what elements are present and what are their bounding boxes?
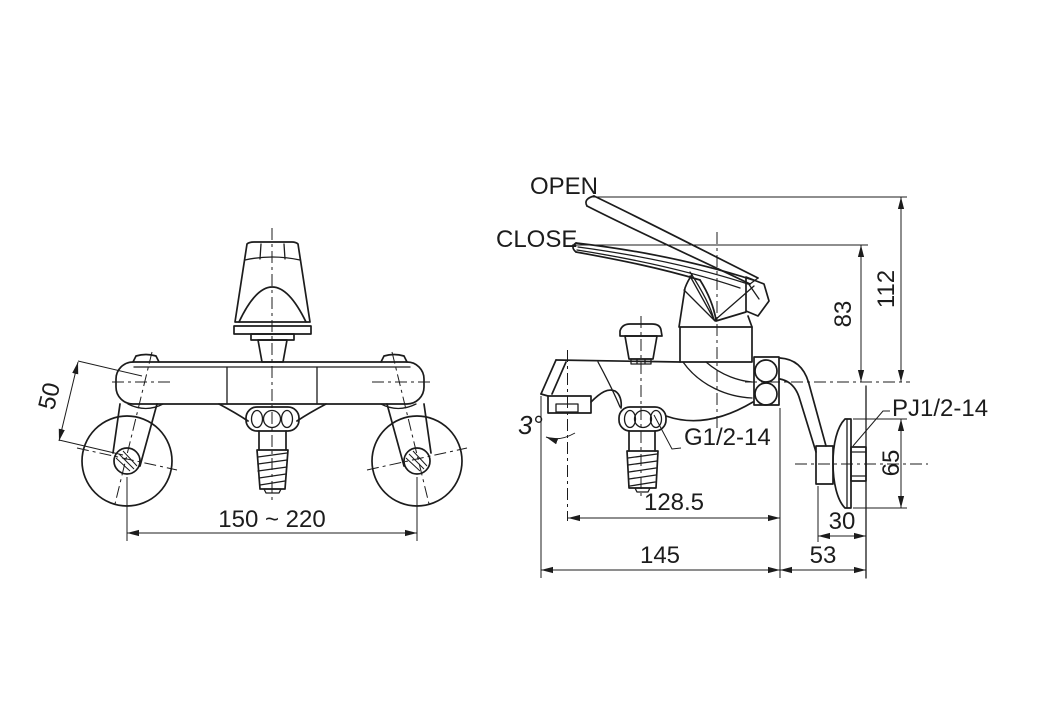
- side-body-and-spout: [540, 359, 754, 422]
- side-dimensions: OPEN CLOSE 83 112 65 PJ1/2-14 G1/2-14 3°…: [496, 173, 988, 578]
- wall-thread-label: PJ1/2-14: [892, 395, 988, 422]
- dim-body-length-label: 145: [640, 542, 680, 569]
- side-close-lever: [572, 242, 770, 328]
- dim-flange-depth-label: 30: [829, 508, 856, 535]
- side-cartridge-housing: [679, 326, 753, 363]
- dim-wall-to-body-label: 53: [810, 542, 837, 569]
- dim-open-height-label: 112: [873, 270, 900, 308]
- dim-flange-diameter-label: 65: [878, 450, 905, 477]
- dim-leg-length-label: 50: [33, 380, 66, 412]
- dim-outlet-to-wall-label: 128.5: [644, 489, 704, 516]
- side-shower-outlet: [618, 406, 667, 493]
- spout-angle-label: 3°: [518, 410, 543, 440]
- front-dimensions: 50 150 ~ 220: [33, 360, 418, 541]
- side-diverter-knob: [619, 323, 663, 365]
- front-view: 50 150 ~ 220: [33, 228, 468, 541]
- dim-close-height-label: 83: [830, 301, 857, 328]
- shower-thread-label: G1/2-14: [684, 424, 771, 451]
- open-label: OPEN: [530, 173, 598, 200]
- side-centerlines: [567, 232, 928, 521]
- front-handle: [233, 241, 312, 363]
- side-view: OPEN CLOSE 83 112 65 PJ1/2-14 G1/2-14 3°…: [496, 173, 988, 579]
- front-shower-outlet: [245, 406, 300, 494]
- dim-span-label: 150 ~ 220: [218, 506, 325, 533]
- front-centerlines: [76, 228, 468, 509]
- close-label: CLOSE: [496, 226, 577, 253]
